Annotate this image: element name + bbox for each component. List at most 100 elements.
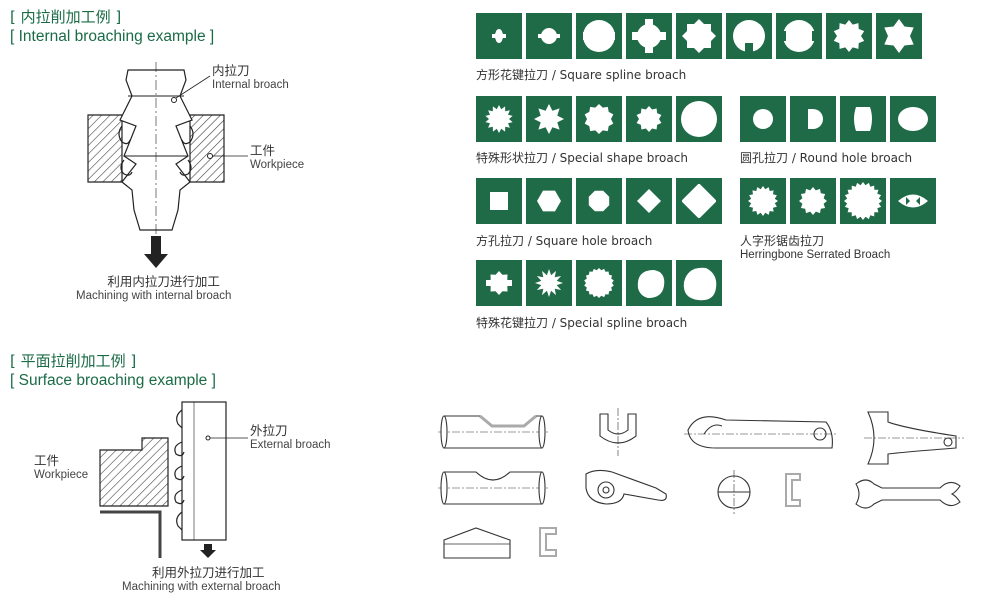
broach-tile-flat-round: [840, 96, 886, 142]
caption-herringbone-en: Herringbone Serrated Broach: [740, 249, 891, 261]
internal-caption: 利用内拉刀进行加工 Machining with internal broach: [76, 274, 232, 303]
tiles-herringbone: [740, 178, 936, 224]
oval-icon: [898, 107, 928, 131]
hexagon-icon: [537, 190, 561, 212]
surface-title: [ 平面拉削加工例 ] [ Surface broaching example …: [10, 352, 216, 390]
key-slot-icon: [733, 20, 765, 55]
caption-special-shape: 特殊形状拉刀 / Special shape broach: [476, 151, 688, 165]
square-icon: [490, 192, 508, 210]
broach-tile-spline-gear: [676, 13, 722, 59]
scallop-medium-icon: [799, 187, 827, 215]
internal-broach-label: 内拉刀 Internal broach: [212, 63, 289, 92]
part-wrench: [855, 479, 961, 509]
surface-pull-arrow: [200, 544, 216, 558]
part-slotted-shaft: [438, 414, 548, 449]
broach-tile-rounded-diamond: [676, 178, 722, 224]
broach-tile-star-six: [876, 13, 922, 59]
broach-tile-keyed-small: [476, 13, 522, 59]
surface-workpiece: [99, 437, 169, 507]
star-twelve-icon: [535, 269, 563, 297]
surface-workpiece-label: 工件 Workpiece: [34, 453, 89, 482]
broach-tile-key-slot: [726, 13, 772, 59]
surface-caption: 利用外拉刀进行加工 Machining with external broach: [122, 565, 281, 594]
tiles-square-spline: [476, 13, 922, 59]
spline-fine-icon: [833, 20, 865, 52]
internal-broach-diagram: [87, 62, 248, 268]
tiles-special-spline: [476, 260, 722, 306]
part-channel-small: [539, 527, 557, 557]
internal-title: [ 内拉削加工例 ] [ Internal broaching example …: [10, 8, 214, 46]
diamond-icon: [637, 189, 661, 213]
part-tapered-key: [443, 527, 511, 559]
spline-cross-icon: [632, 19, 666, 53]
broach-tile-gear-small: [626, 96, 672, 142]
broach-tile-star-twelve: [526, 260, 572, 306]
lens-notched-icon: [898, 194, 928, 208]
broach-tile-square: [476, 178, 522, 224]
irregular-b-icon: [683, 267, 717, 301]
workpiece-right-section: [189, 114, 225, 183]
tiles-special-shape: [476, 96, 722, 142]
broach-tile-diamond: [626, 178, 672, 224]
surface-title-zh: [ 平面拉削加工例 ]: [10, 352, 137, 370]
part-lever: [687, 416, 833, 449]
broach-tile-scallop-medium: [790, 178, 836, 224]
irregular-a-icon: [637, 270, 665, 298]
tiles-round-hole: [740, 96, 936, 142]
serrated-fine-icon: [748, 186, 778, 216]
broach-tile-star-eight: [526, 96, 572, 142]
keyed-small-icon: [492, 29, 506, 43]
caption-special-spline: 特殊花键拉刀 / Special spline broach: [476, 316, 688, 330]
broach-tile-octagon: [576, 178, 622, 224]
internal-title-zh: [ 内拉削加工例 ]: [10, 8, 122, 26]
broach-tile-circle: [740, 96, 786, 142]
surface-broach-diagram: [99, 401, 248, 558]
flat-round-icon: [854, 107, 872, 131]
broach-tile-spline-flat: [476, 260, 522, 306]
spline-flat-icon: [486, 271, 512, 295]
part-notched-shaft: [438, 471, 548, 505]
double-flat-icon: [783, 20, 815, 52]
caption-herringbone-zh: 人字形锯齿拉刀: [740, 234, 825, 248]
part-fork: [599, 413, 637, 444]
broach-tile-keyed-round: [526, 13, 572, 59]
gear-small-icon: [636, 106, 662, 132]
broach-tile-serrated-fine: [740, 178, 786, 224]
broach-tile-serrated: [476, 96, 522, 142]
broach-tile-spline-fine: [826, 13, 872, 59]
round-large-icon: [681, 101, 717, 137]
caption-herringbone: 人字形锯齿拉刀 Herringbone Serrated Broach: [740, 232, 890, 261]
broach-tile-irregular-a: [626, 260, 672, 306]
scallop-icon: [584, 104, 614, 134]
broach-tile-serrated-round: [576, 260, 622, 306]
serrated-round-icon: [584, 268, 614, 298]
broach-tile-irregular-b: [676, 260, 722, 306]
external-broach-body: [181, 401, 227, 541]
rounded-diamond-icon: [682, 184, 716, 218]
broach-tile-double-flat: [776, 13, 822, 59]
tiles-square-hole: [476, 178, 722, 224]
pull-direction-arrow: [144, 236, 168, 268]
broach-tile-d-shape: [790, 96, 836, 142]
internal-title-en: [ Internal broaching example ]: [10, 28, 215, 45]
circle-icon: [753, 109, 773, 129]
broach-tile-oval: [890, 96, 936, 142]
serrated-icon: [485, 105, 513, 133]
d-shape-icon: [808, 109, 823, 129]
external-broach-label: 外拉刀 External broach: [250, 423, 331, 452]
spline-large-icon: [583, 20, 615, 52]
broach-tile-lens-notched: [890, 178, 936, 224]
octagon-icon: [588, 190, 610, 212]
broach-tile-spline-cross: [626, 13, 672, 59]
spline-gear-icon: [682, 19, 716, 53]
surface-part-examples: [438, 408, 964, 559]
part-channel-bracket: [785, 473, 801, 507]
internal-broach-body: [119, 69, 193, 231]
star-six-icon: [884, 19, 914, 53]
serrated-large-icon: [844, 182, 882, 220]
caption-square-spline: 方形花键拉刀 / Square spline broach: [476, 68, 687, 82]
broach-tile-round-large: [676, 96, 722, 142]
broach-tile-hexagon: [526, 178, 572, 224]
star-eight-icon: [534, 104, 564, 134]
surface-title-en: [ Surface broaching example ]: [10, 372, 216, 389]
